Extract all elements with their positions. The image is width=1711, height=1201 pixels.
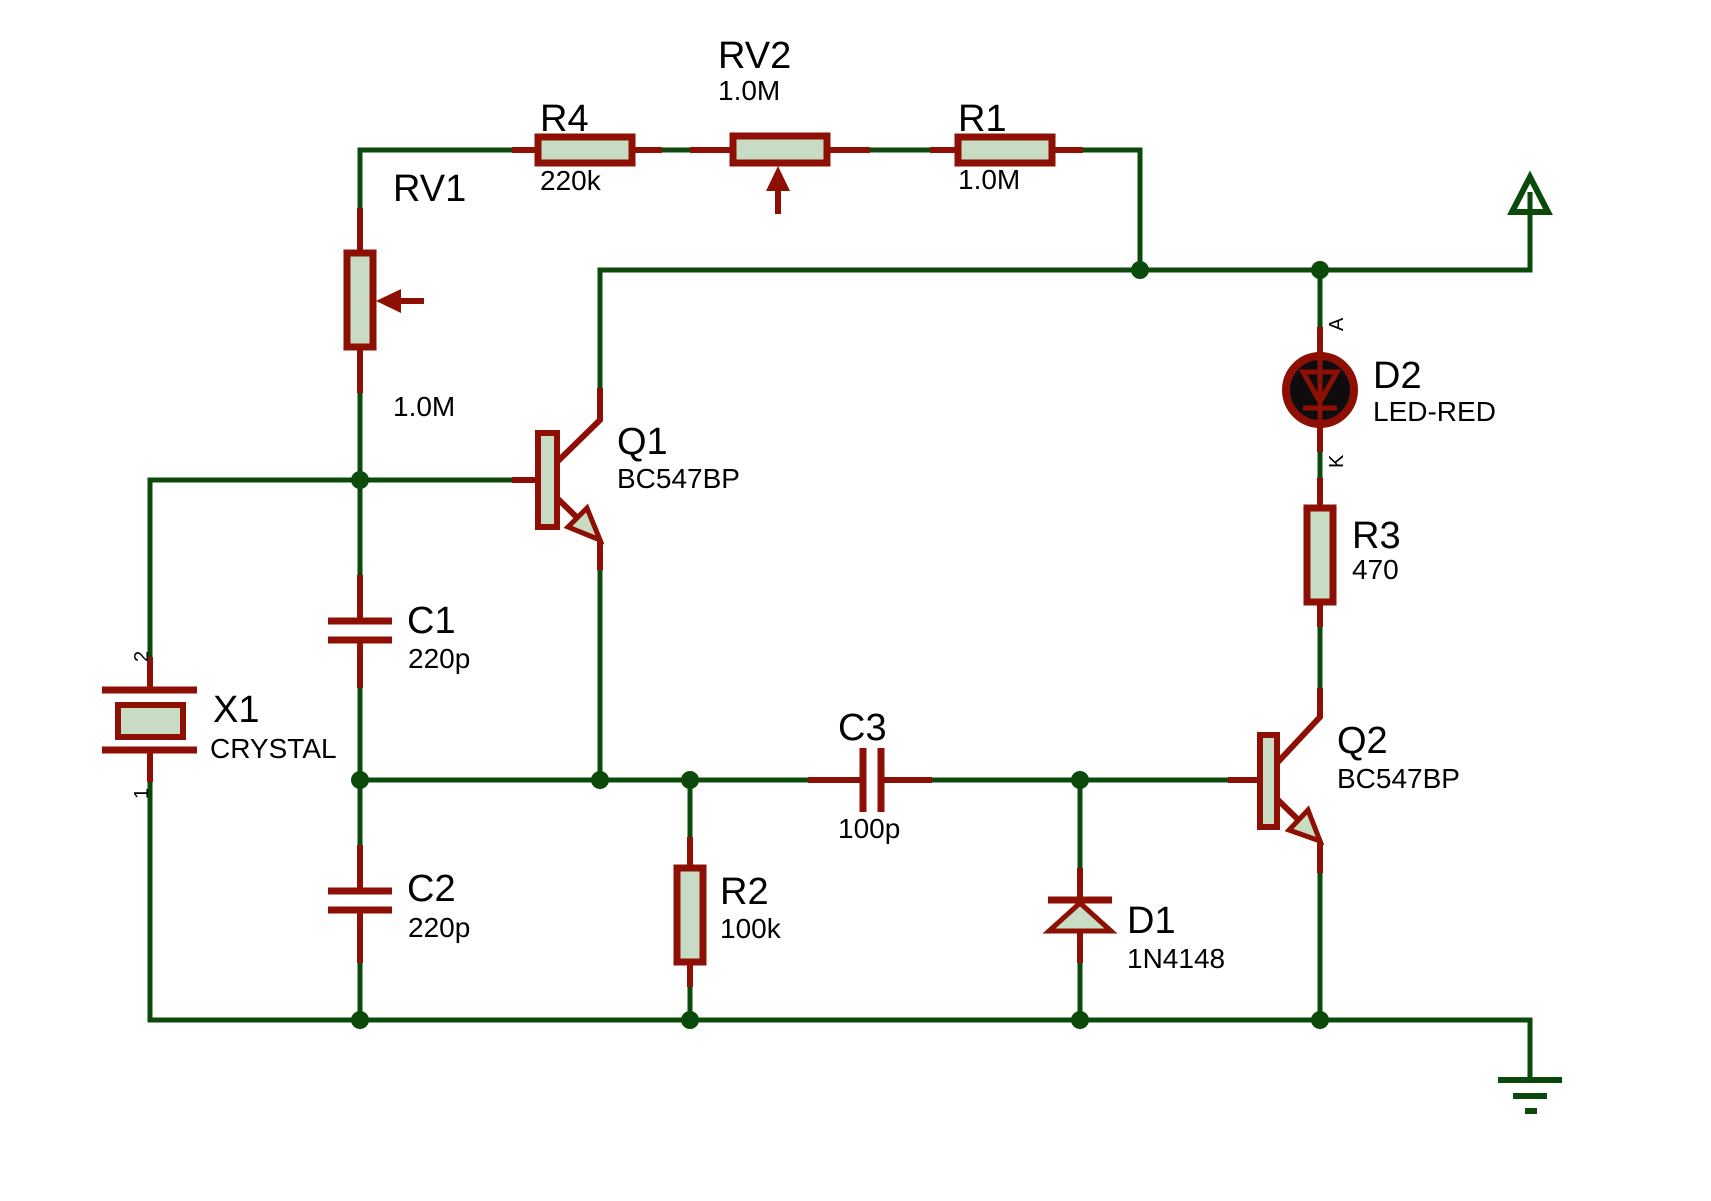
ref-label-D1: D1	[1127, 900, 1176, 942]
value-label-R3: 470	[1352, 554, 1399, 585]
ref-label-Q1: Q1	[617, 421, 668, 463]
transistor-base-bar[interactable]	[535, 430, 560, 530]
resistor-body[interactable]	[954, 133, 1056, 167]
junction-dot	[1311, 261, 1329, 279]
wiper-arrow-icon	[766, 166, 790, 191]
resistor-R2[interactable]	[673, 864, 707, 966]
value-label-D1: 1N4148	[1127, 943, 1225, 974]
diode-triangle[interactable]	[1042, 899, 1118, 934]
resistor-body[interactable]	[1303, 504, 1337, 606]
value-label-Q2: BC547BP	[1337, 763, 1460, 794]
value-label-X1: CRYSTAL	[210, 733, 337, 764]
emitter-arrow-icon	[563, 503, 605, 545]
pin-label-x1-pin2: 2	[131, 651, 153, 662]
value-label-C2: 220p	[408, 912, 470, 943]
junction-dot	[681, 1011, 699, 1029]
resistor-body[interactable]	[673, 864, 707, 966]
junction-dot	[1311, 1011, 1329, 1029]
ref-label-R1: R1	[958, 98, 1007, 140]
emitter-arrow-icon	[1284, 805, 1325, 846]
ref-label-R4: R4	[540, 98, 589, 140]
ref-label-C1: C1	[407, 600, 456, 642]
junction-dot	[351, 1011, 369, 1029]
ref-label-RV2: RV2	[718, 35, 791, 77]
ref-label-R2: R2	[720, 871, 769, 913]
pin-label-d2-anode: A	[1326, 317, 1348, 331]
wire-rv1-top-corner[interactable]	[357, 147, 512, 208]
labels: R4 220k RV2 1.0M R1 1.0M RV1 1.0M Q1 BC5…	[131, 35, 1496, 974]
power-symbol[interactable]	[1507, 170, 1553, 215]
wire-x1-top-to-base-node[interactable]	[147, 477, 512, 657]
wire-ground-rail[interactable]	[147, 782, 1533, 1077]
value-label-Q1: BC547BP	[617, 463, 740, 494]
wire-vcc-rail[interactable]	[597, 192, 1533, 388]
ref-label-Q2: Q2	[1337, 720, 1388, 762]
transistor-Q2[interactable]	[1257, 732, 1325, 846]
wiper-arrow-icon	[376, 289, 401, 313]
junction-dot	[1131, 261, 1149, 279]
pin-label-x1-pin1: 1	[131, 788, 153, 799]
value-label-R1: 1.0M	[958, 164, 1020, 195]
junction-dot	[591, 771, 609, 789]
pin-q2-collector[interactable]	[1274, 688, 1323, 766]
value-label-R4: 220k	[540, 165, 602, 196]
capacitor-C1[interactable]	[328, 617, 392, 644]
junction-dots	[351, 261, 1329, 1029]
junction-dot	[351, 471, 369, 489]
ref-label-D2: D2	[1373, 355, 1422, 397]
wires	[147, 147, 1533, 1077]
ref-label-X1: X1	[213, 689, 259, 731]
value-label-C3: 100p	[838, 813, 900, 844]
potentiometer-RV1[interactable]	[343, 249, 424, 351]
junction-dot	[681, 771, 699, 789]
ref-label-RV1: RV1	[393, 168, 466, 210]
resistor-R3[interactable]	[1303, 504, 1337, 606]
resistor-R1[interactable]	[954, 133, 1056, 167]
resistor-body[interactable]	[534, 133, 636, 167]
pin-q1-collector[interactable]	[554, 388, 603, 465]
value-label-D2: LED-RED	[1373, 396, 1496, 427]
junction-dot	[1071, 771, 1089, 789]
potentiometer-body[interactable]	[343, 249, 377, 351]
junction-dot	[351, 771, 369, 789]
diode-D1[interactable]	[1042, 896, 1118, 934]
value-label-RV1: 1.0M	[393, 391, 455, 422]
ground-symbol[interactable]	[1498, 1077, 1562, 1114]
ref-label-C2: C2	[407, 868, 456, 910]
potentiometer-RV2[interactable]	[729, 132, 831, 214]
junction-dot	[1071, 1011, 1089, 1029]
potentiometer-body[interactable]	[729, 132, 831, 167]
transistor-base-bar[interactable]	[1257, 732, 1280, 830]
crystal-X1[interactable]	[102, 686, 197, 754]
resistor-R4[interactable]	[534, 133, 636, 167]
value-label-C1: 220p	[408, 643, 470, 674]
value-label-RV2: 1.0M	[718, 75, 780, 106]
pin-label-d2-cathode: K	[1326, 454, 1348, 468]
ref-label-C3: C3	[838, 707, 887, 749]
capacitor-C2[interactable]	[328, 887, 392, 914]
crystal-body[interactable]	[115, 702, 186, 740]
wire-r1-to-vcc-rail[interactable]	[1083, 147, 1143, 270]
transistor-Q1[interactable]	[535, 430, 605, 545]
led-D2[interactable]	[1282, 352, 1358, 428]
capacitor-C3[interactable]	[859, 748, 885, 812]
ref-label-R3: R3	[1352, 515, 1401, 557]
led-triangle	[1298, 369, 1342, 408]
power-arrow-icon	[1507, 170, 1553, 215]
value-label-R2: 100k	[720, 913, 782, 944]
